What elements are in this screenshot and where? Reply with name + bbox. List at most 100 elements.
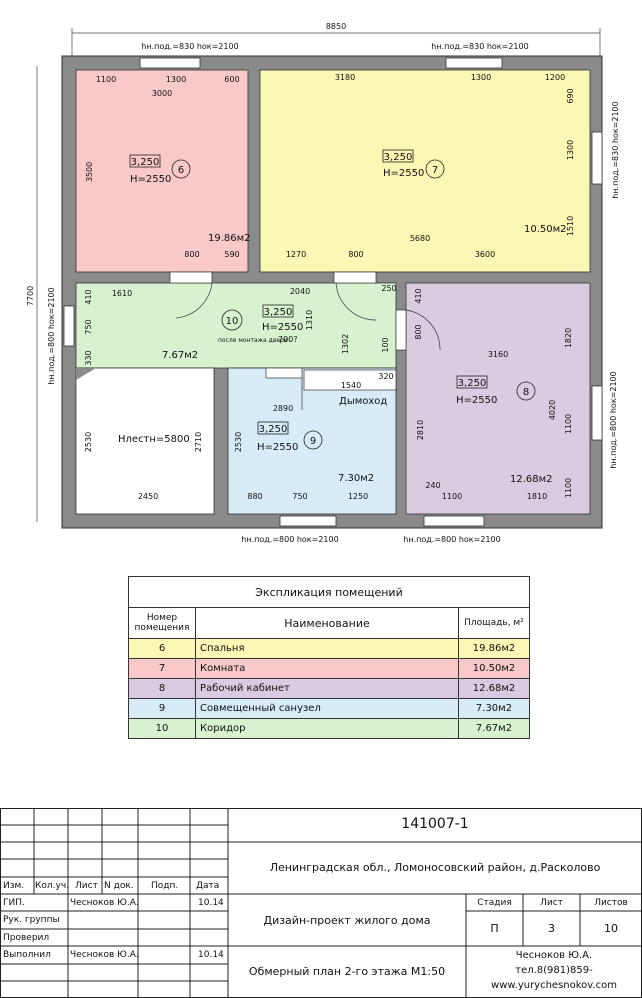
- col-number: Номер помещения: [128, 607, 196, 639]
- chimney: [303, 369, 397, 391]
- window-bottom-right-label: hн.под.=800 hок=2100: [403, 535, 500, 544]
- hdr-doc: N док.: [104, 881, 134, 891]
- row-number: 9: [128, 698, 196, 719]
- hdr-izm: Изм.: [3, 881, 25, 891]
- dim-bath-bottom-1: 880: [247, 492, 262, 501]
- row-number: 7: [128, 658, 196, 679]
- dim-room8-side-4: 4020: [548, 400, 557, 420]
- svg-text:6: 6: [178, 165, 184, 176]
- room-9: [227, 367, 397, 515]
- col-name: Наименование: [195, 607, 459, 639]
- svg-text:H=2550: H=2550: [456, 395, 497, 406]
- row-name: Рабочий кабинет: [195, 678, 459, 699]
- dim-corridor-side-1: 410: [84, 289, 93, 304]
- svg-text:3,250: 3,250: [264, 307, 293, 318]
- row-area: 12.68м2: [458, 678, 530, 699]
- room-10-label: 3,250 H=2550 10 7.67м2 после монтажа две…: [162, 304, 303, 361]
- table-row: 6 Спальня 19.86м2: [128, 638, 530, 659]
- door-note-value: 700?: [278, 335, 298, 344]
- svg-text:7: 7: [432, 165, 438, 176]
- room-7-area: 19.86м2: [208, 233, 251, 244]
- window-top-left: [139, 57, 201, 69]
- dim-corridor-side-3: 330: [84, 350, 93, 365]
- row-name: Совмещенный санузел: [195, 698, 459, 719]
- dim-top-2: 1300: [166, 75, 186, 84]
- role-vyp-date: 10.14: [198, 950, 224, 960]
- explication-table: Экспликация помещений Номер помещения На…: [128, 576, 530, 739]
- overall-height: 7700: [26, 286, 35, 306]
- row-name: Спальня: [195, 638, 459, 659]
- dim-room8-side-1: 1820: [564, 328, 573, 348]
- dim-room6-bottom-2: 800: [348, 250, 363, 259]
- dim-room7-height: 3500: [85, 162, 94, 182]
- window-top-right: [445, 57, 503, 69]
- table-row: 7 Комната 10.50м2: [128, 658, 530, 679]
- dim-room7-width: 3000: [152, 89, 172, 98]
- title-block: Изм. Кол.уч. Лист N док. Подп. Дата ГИП.…: [0, 808, 642, 998]
- role-prov: Проверил: [3, 933, 50, 943]
- hdr-kol: Кол.уч.: [35, 881, 70, 891]
- room-6-area: 10.50м2: [524, 224, 567, 235]
- row-number: 6: [128, 638, 196, 659]
- room-7: [75, 69, 249, 273]
- window-left-label: hн.под.=800 hок=2100: [47, 287, 56, 384]
- dim-room6-side-2: 1300: [566, 140, 575, 160]
- role-gip-date: 10.14: [198, 898, 224, 908]
- room-6-marker: [425, 159, 445, 179]
- dim-corridor-side-2: 750: [84, 319, 93, 334]
- svg-text:3,250: 3,250: [259, 424, 288, 435]
- author-phone: тел.8(981)859-: [515, 965, 593, 976]
- chimney-label: Дымоход: [339, 396, 387, 407]
- svg-text:9: 9: [310, 436, 316, 447]
- dim-stair-side: 2530: [84, 432, 93, 452]
- dim-room8-top: 3160: [488, 350, 508, 359]
- window-right-top-label: hн.под.=830 hок=2100: [611, 101, 620, 198]
- hdr-podp: Подп.: [151, 881, 179, 891]
- role-gip: ГИП.: [3, 898, 25, 908]
- dim-bath-side-1: 2710: [194, 432, 203, 452]
- overall-width: 8850: [326, 22, 346, 31]
- svg-text:3,250: 3,250: [131, 157, 160, 168]
- author-website[interactable]: www.yurychesnokov.com: [491, 980, 617, 991]
- row-number: 8: [128, 678, 196, 699]
- dim-room8-side-3: 1100: [564, 478, 573, 498]
- row-area: 10.50м2: [458, 658, 530, 679]
- doors: [169, 271, 441, 410]
- stage-label: Стадия: [477, 898, 512, 908]
- room-7-label: 3,250 H=2550 6 19.86м2: [129, 154, 251, 244]
- row-name: Комната: [195, 658, 459, 679]
- sheet-label: Лист: [540, 898, 563, 908]
- sheets-label: Листов: [594, 898, 628, 908]
- window-bottom-left: [279, 515, 337, 527]
- dim-stair-bottom: 2450: [138, 492, 158, 501]
- dim-room8-bottom-3: 1810: [527, 492, 547, 501]
- dim-corridor-mid-2: 2040: [290, 287, 310, 296]
- dim-corridor-misc-4: 250: [381, 284, 396, 293]
- stair-area: [75, 367, 215, 515]
- col-area: Площадь, м²: [458, 607, 530, 639]
- role-vyp-name: Чесноков Ю.А.: [70, 950, 139, 960]
- svg-text:8: 8: [523, 387, 529, 398]
- sheets-value: 10: [604, 922, 618, 935]
- window-bottom-left-label: hн.под.=800 hок=2100: [241, 535, 338, 544]
- author-name: Чесноков Ю.А.: [515, 950, 593, 961]
- explication-title: Экспликация помещений: [128, 576, 530, 608]
- sheet-value: 3: [548, 922, 555, 935]
- row-name: Коридор: [195, 718, 459, 739]
- room-10-area: 7.67м2: [162, 350, 198, 361]
- dim-top-3: 600: [224, 75, 239, 84]
- dim-top-5: 1300: [471, 73, 491, 82]
- room-10: [75, 282, 397, 369]
- stair-label: Hлестн=5800: [118, 434, 190, 445]
- dim-room6-total: 5680: [410, 234, 430, 243]
- svg-text:10: 10: [226, 316, 239, 327]
- row-area: 7.30м2: [458, 698, 530, 719]
- svg-text:3,250: 3,250: [384, 152, 413, 163]
- svg-text:H=2550: H=2550: [262, 322, 303, 333]
- role-ruk: Рук. группы: [3, 915, 60, 925]
- dim-bath-top: 2890: [273, 404, 293, 413]
- dim-corridor-misc-6: 800: [414, 324, 423, 339]
- project-code: 141007-1: [401, 816, 469, 832]
- dim-room8-side-2: 1100: [564, 414, 573, 434]
- dim-room6-bottom-1: 1270: [286, 250, 306, 259]
